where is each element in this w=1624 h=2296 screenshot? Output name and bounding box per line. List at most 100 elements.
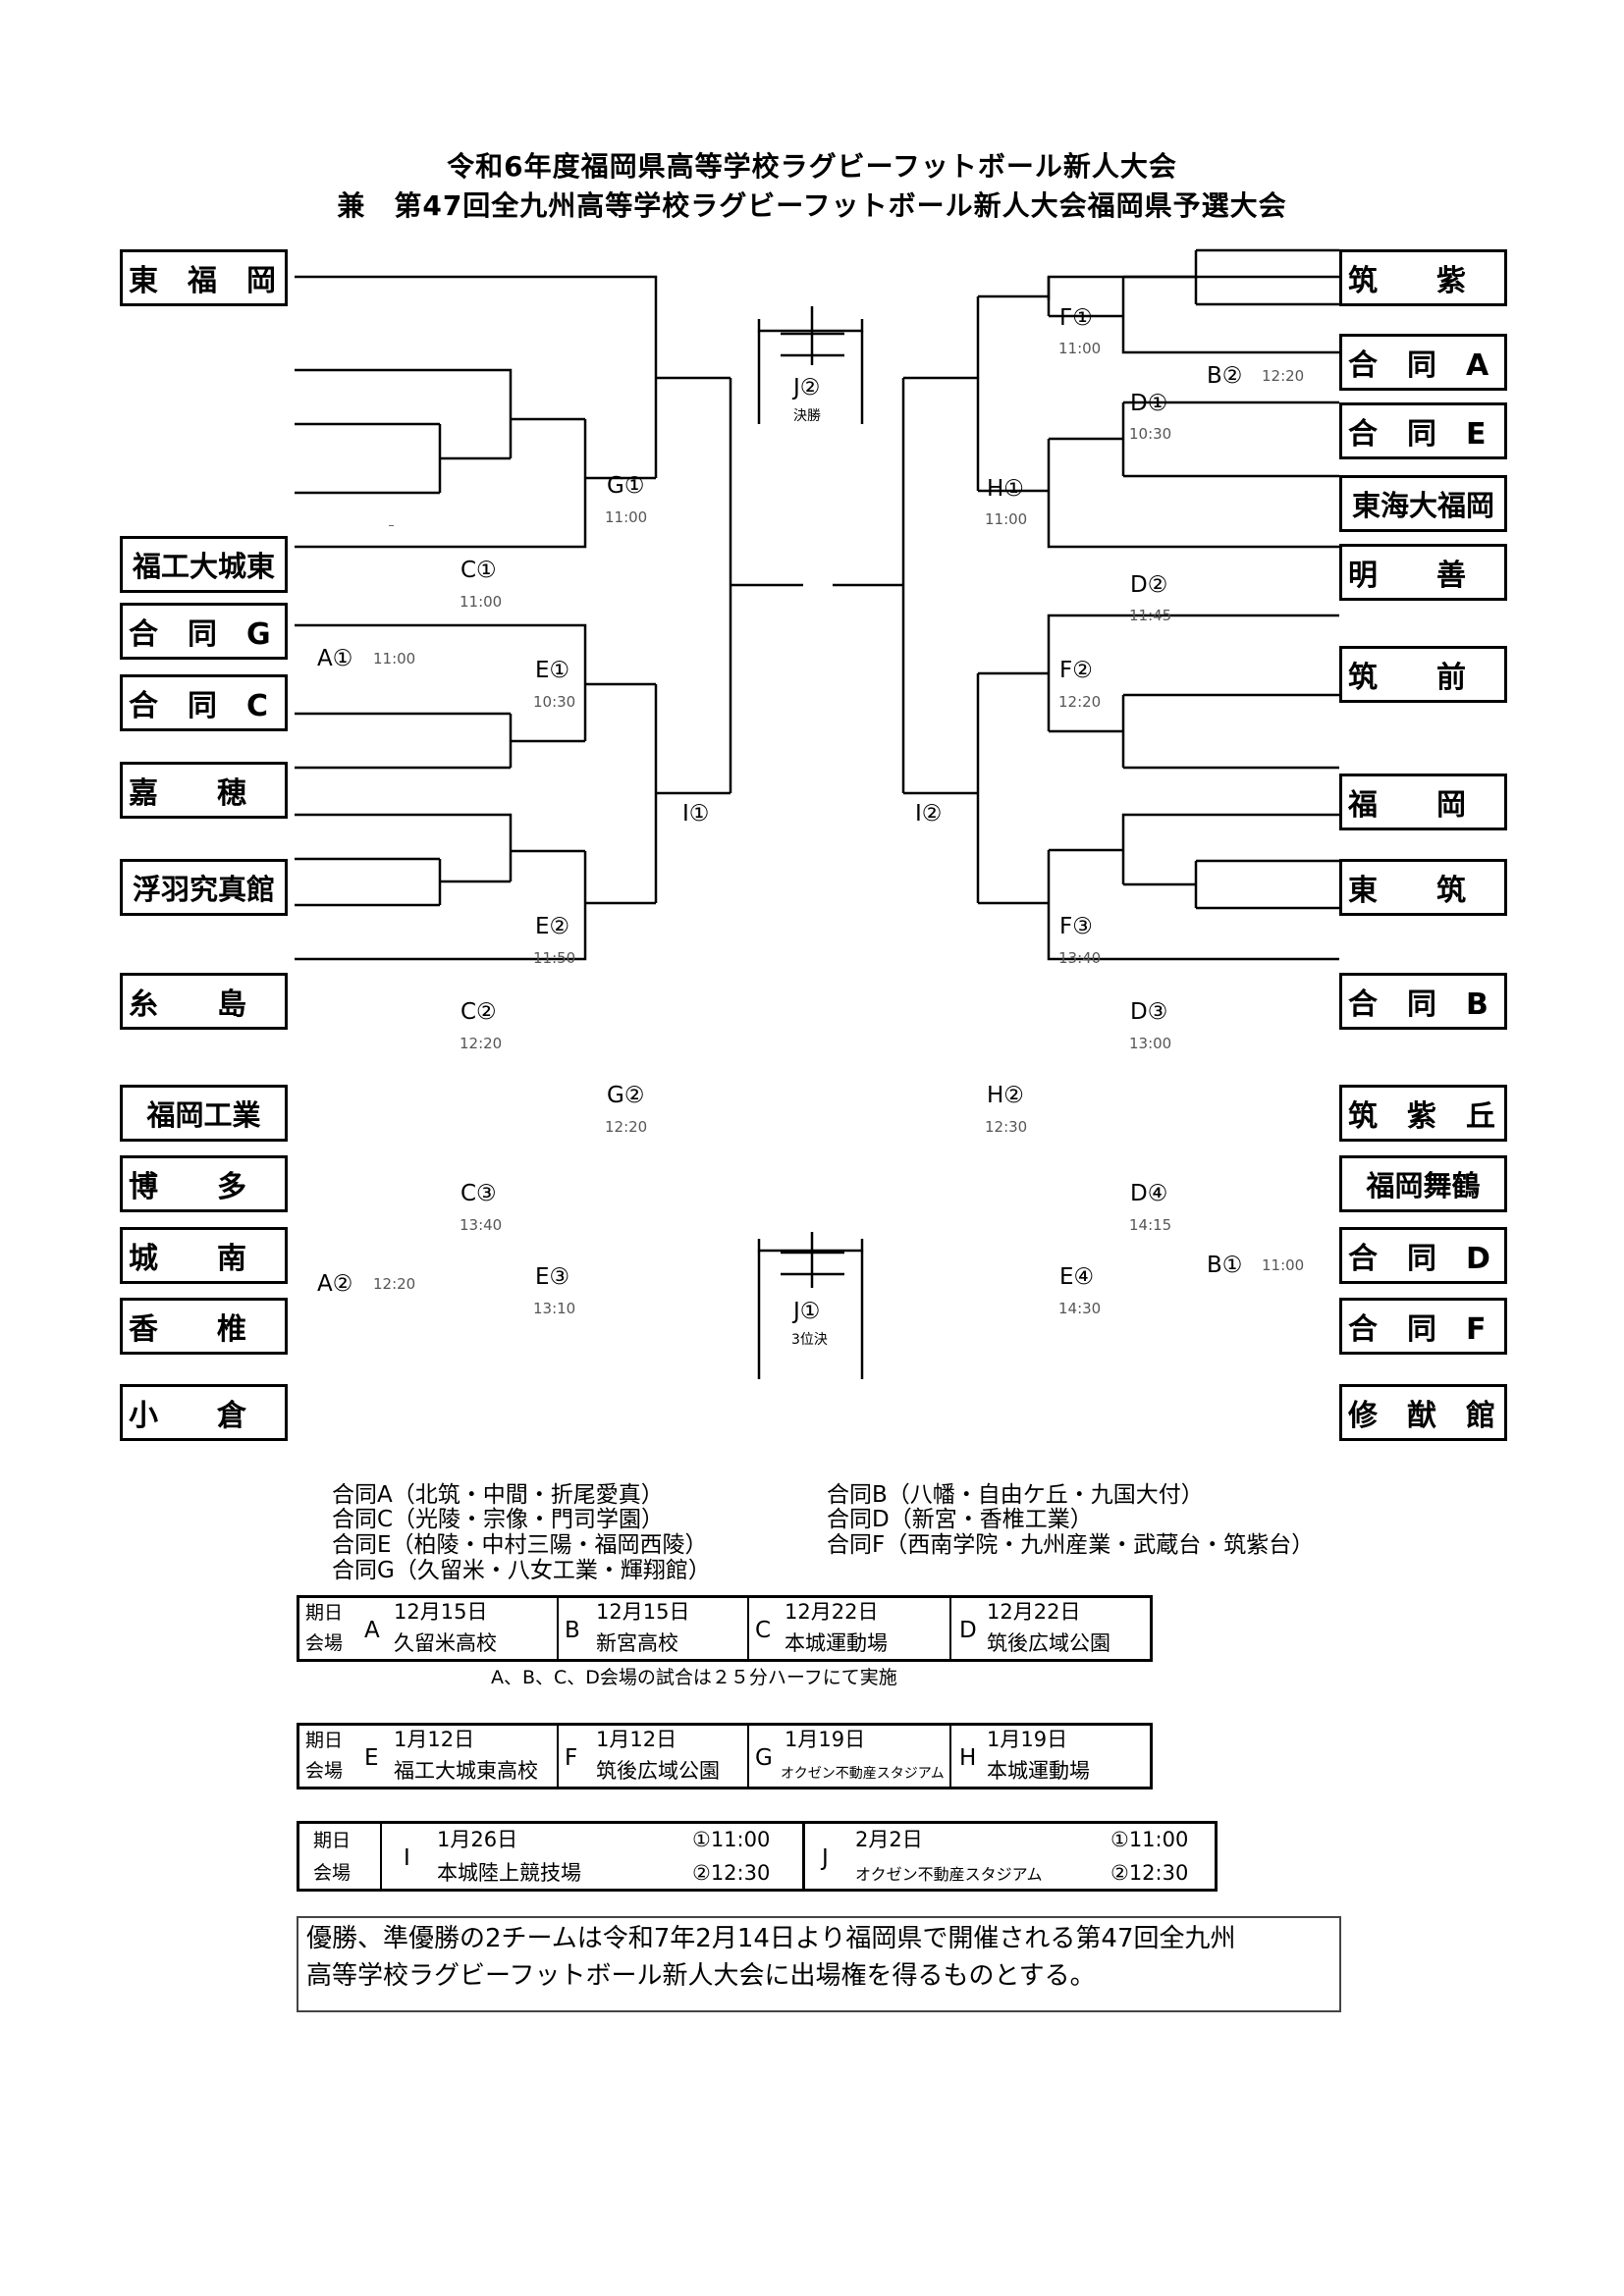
match-d2-time: 11:45: [1129, 607, 1172, 624]
venue-i-time-2: ②12:30: [692, 1861, 771, 1885]
match-b2-label: B②: [1207, 363, 1243, 389]
match-e4-label: E④: [1059, 1264, 1095, 1290]
venue-d-name: 筑後広域公園: [987, 1631, 1110, 1655]
match-g2-time: 12:20: [605, 1118, 648, 1136]
schedule-table-1: 期日 会場 A 12月15日 久留米高校 B 12月15日 新宮高校 C 12月…: [297, 1595, 1153, 1662]
match-e2-time: 11:50: [533, 949, 576, 967]
venue-j-date: 2月2日: [855, 1828, 923, 1851]
match-b1-time: 11:00: [1262, 1256, 1305, 1274]
venue-b-name: 新宮高校: [596, 1631, 678, 1655]
match-j2-sub: 決勝: [793, 408, 821, 424]
match-i2-label: I②: [915, 801, 943, 827]
match-e4-time: 14:30: [1058, 1300, 1102, 1317]
team-left-6: 浮羽究真館: [120, 859, 288, 916]
team-left-1: 東 福 岡: [120, 249, 288, 306]
team-left-11: 香 椎: [120, 1298, 288, 1355]
venue-c-date: 12月22日: [785, 1600, 879, 1624]
match-j1-label: J①: [793, 1299, 821, 1324]
match-g2-label: G②: [607, 1083, 645, 1108]
team-name: 福岡舞鶴: [1366, 1169, 1481, 1202]
venue-f-date: 1月12日: [596, 1728, 677, 1751]
schedule-1-note: A、B、C、D会場の試合は２５分ハーフにて実施: [491, 1667, 897, 1688]
match-b2-time: 12:20: [1262, 367, 1305, 385]
divider: [802, 1824, 805, 1889]
schedule-date-header: 期日: [313, 1830, 352, 1851]
venue-c-name: 本城運動場: [785, 1631, 888, 1655]
venue-i-name: 本城陸上競技場: [437, 1861, 581, 1885]
schedule-date-header: 期日: [305, 1730, 344, 1751]
schedule-table-2: 期日 会場 E 1月12日 福工大城東高校 F 1月12日 筑後広域公園 G 1…: [297, 1723, 1153, 1789]
team-name: 合 同 G: [129, 617, 271, 652]
team-right-13: 合 同 F: [1339, 1298, 1507, 1355]
venue-e-name: 福工大城東高校: [394, 1759, 538, 1783]
venue-j-name: オクゼン不動産スタジアム: [855, 1865, 1043, 1884]
team-name: 糸 島: [129, 988, 246, 1022]
team-name: 浮羽究真館: [132, 873, 275, 906]
match-f2-label: F②: [1059, 658, 1093, 683]
venue-code-a: A: [364, 1618, 380, 1643]
match-d2-label: D②: [1130, 572, 1168, 598]
match-h1-label: H①: [987, 476, 1024, 502]
match-f1-time: 11:00: [1058, 340, 1102, 357]
team-right-4: 東海大福岡: [1339, 475, 1507, 532]
match-b1-label: B①: [1207, 1253, 1243, 1278]
divider: [949, 1598, 951, 1659]
team-right-5: 明 善: [1339, 544, 1507, 601]
match-e1-label: E①: [535, 658, 570, 683]
match-h2-label: H②: [987, 1083, 1024, 1108]
qualification-note: 優勝、準優勝の2チームは令和7年2月14日より福岡県で開催される第47回全九州 …: [297, 1916, 1341, 2012]
match-j2-label: J②: [793, 375, 821, 400]
venue-code-b: B: [565, 1618, 580, 1643]
divider: [557, 1598, 559, 1659]
match-f3-time: 13:40: [1058, 949, 1102, 967]
match-d1-label: D①: [1130, 391, 1168, 416]
team-left-12: 小 倉: [120, 1384, 288, 1441]
match-d1-time: 10:30: [1129, 425, 1172, 443]
venue-code-i: I: [404, 1845, 410, 1871]
match-e3-time: 13:10: [533, 1300, 576, 1317]
venue-f-name: 筑後広域公園: [596, 1759, 720, 1783]
team-left-7: 糸 島: [120, 973, 288, 1030]
schedule-venue-header: 会場: [313, 1862, 352, 1884]
team-name: 城 南: [129, 1242, 246, 1276]
team-name: 筑 紫: [1348, 264, 1466, 298]
match-d4-label: D④: [1130, 1181, 1168, 1206]
match-h1-time: 11:00: [985, 510, 1028, 528]
team-name: 明 善: [1348, 559, 1466, 593]
team-name: 東 福 岡: [129, 264, 276, 298]
joint-team-a: 合同A（北筑・中間・折尾愛真）: [332, 1482, 664, 1508]
match-c3-label: C③: [460, 1181, 497, 1206]
team-left-2: 福工大城東: [120, 536, 288, 593]
match-e3-label: E③: [535, 1264, 570, 1290]
team-right-9: 合 同 B: [1339, 973, 1507, 1030]
venue-code-g: G: [755, 1745, 773, 1771]
team-name: 東海大福岡: [1351, 489, 1494, 522]
venue-j-time-1: ①11:00: [1110, 1828, 1189, 1851]
team-name: 合 同 B: [1348, 988, 1489, 1022]
match-d4-time: 14:15: [1129, 1216, 1172, 1234]
team-right-11: 福岡舞鶴: [1339, 1155, 1507, 1212]
team-left-10: 城 南: [120, 1227, 288, 1284]
match-c1-time: 11:00: [460, 593, 503, 611]
venue-code-e: E: [364, 1745, 379, 1771]
match-c2-time: 12:20: [460, 1035, 503, 1052]
venue-i-time-1: ①11:00: [692, 1828, 771, 1851]
venue-j-time-2: ②12:30: [1110, 1861, 1189, 1885]
qualification-note-line-2: 高等学校ラグビーフットボール新人大会に出場権を得るものとする。: [306, 1961, 1096, 1991]
divider: [747, 1598, 749, 1659]
team-right-1: 筑 紫: [1339, 249, 1507, 306]
venue-code-h: H: [959, 1745, 977, 1771]
team-left-4: 合 同 C: [120, 674, 288, 731]
venue-h-date: 1月19日: [987, 1728, 1068, 1751]
team-name: 合 同 F: [1348, 1312, 1487, 1347]
schedule-table-3: 期日 会場 I 1月26日 本城陸上競技場 ①11:00 ②12:30 J 2月…: [297, 1821, 1218, 1892]
stray-mark: [389, 525, 394, 526]
team-right-8: 東 筑: [1339, 859, 1507, 916]
venue-g-date: 1月19日: [785, 1728, 866, 1751]
team-name: 合 同 E: [1348, 417, 1487, 452]
venue-d-date: 12月22日: [987, 1600, 1081, 1624]
team-right-7: 福 岡: [1339, 774, 1507, 830]
match-g1-time: 11:00: [605, 508, 648, 526]
